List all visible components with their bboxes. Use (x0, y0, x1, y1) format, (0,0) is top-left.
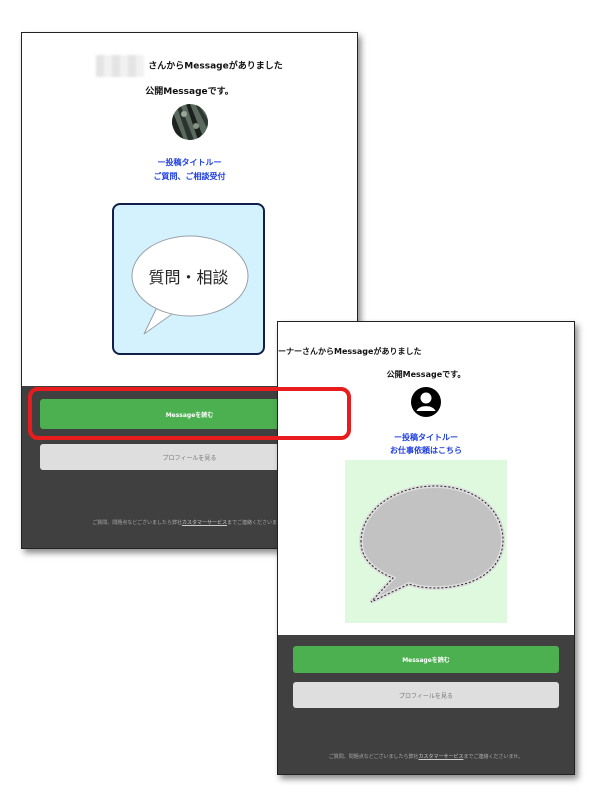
sender-header: ーナーさんからMessageがありました (278, 347, 422, 356)
public-message-label: 公開Messageです。 (386, 370, 466, 379)
user-icon[interactable] (411, 387, 441, 417)
customer-service-link[interactable]: カスタマーサービス (182, 520, 227, 526)
read-message-button[interactable]: Messageを読む (293, 646, 559, 673)
header-text: さんからMessageがありました (148, 61, 283, 72)
speech-bubble-icon (131, 235, 249, 335)
avatar[interactable] (172, 104, 208, 140)
view-profile-button[interactable]: プロフィールを見る (293, 682, 559, 708)
speech-bubble-icon (358, 483, 505, 604)
sender-header: さんからMessageがありました (22, 55, 357, 77)
bubble-text: 質問・相談 (148, 268, 229, 287)
post-title: ー投稿タイトルー (394, 433, 458, 442)
blurred-sender-name (96, 55, 145, 77)
footer-note: ご質問、問題点などございましたら弊社カスタマーサービスまでご連絡くださいませ。 (328, 754, 524, 760)
highlight-frame (28, 387, 351, 440)
footer: Messageを読む プロフィールを見る ご質問、問題点などございましたら弊社カ… (278, 635, 574, 774)
post-subtitle: ご質問、ご相談受付 (153, 172, 226, 181)
post-subtitle: お仕事依頼はこちら (390, 446, 462, 455)
message-card-2: ーナーさんからMessageがありました 公開Messageです。 ー投稿タイト… (277, 321, 575, 775)
post-image[interactable]: 質問・相談 (112, 203, 265, 355)
post-image[interactable] (345, 460, 507, 623)
post-title: ー投稿タイトルー (157, 158, 222, 167)
footer-note: ご質問、問題点などございましたら弊社カスタマーサービスまでご連絡くださいませ。 (92, 520, 287, 526)
customer-service-link[interactable]: カスタマーサービス (418, 754, 464, 760)
public-message-label: 公開Messageです。 (145, 87, 234, 97)
